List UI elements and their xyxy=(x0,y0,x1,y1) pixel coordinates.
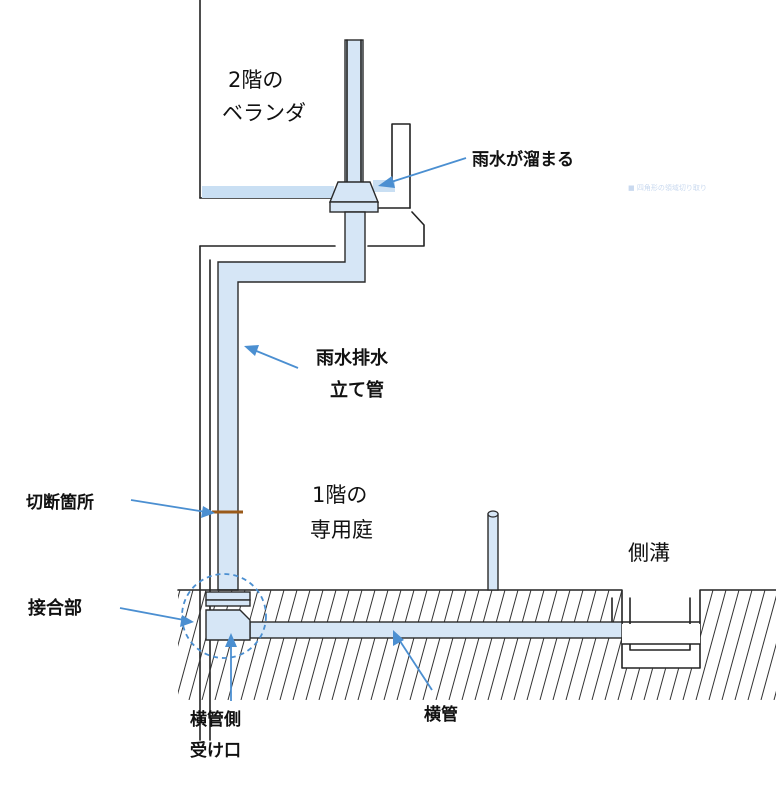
hatch-line xyxy=(747,590,776,700)
garden-post xyxy=(487,510,499,591)
hatch-line xyxy=(279,590,311,700)
downpipe-label-line2: 立て管 xyxy=(330,379,384,401)
hatch-line xyxy=(682,590,714,700)
inlet-label-line2: 受け口 xyxy=(190,740,241,761)
building-outline xyxy=(199,211,425,741)
hatch-line xyxy=(760,590,776,700)
downpipe-label-line1: 雨水排水 xyxy=(316,347,389,369)
hatch-line xyxy=(227,590,259,700)
veranda-label-line1: 2階の xyxy=(228,68,283,92)
joint-ring xyxy=(181,573,267,659)
hatch-line xyxy=(734,590,766,700)
hatch-line xyxy=(461,590,493,700)
joint-label: 接合部 xyxy=(28,597,82,619)
veranda-label-line2: ベランダ xyxy=(222,101,306,125)
hatch-line xyxy=(201,590,233,700)
garden-label-line1: 1階の xyxy=(312,483,367,507)
hatch-line xyxy=(487,590,519,700)
hatch-line xyxy=(630,590,662,700)
labels: 2階の ベランダ 雨水が溜まる 雨水排水 立て管 切断箇所 1階の 専用庭 側溝… xyxy=(26,68,670,761)
veranda-structure xyxy=(199,0,411,209)
hatch-line xyxy=(500,590,532,700)
hatch-line xyxy=(526,590,558,700)
hatch-line xyxy=(578,590,610,700)
hatch-line xyxy=(178,590,181,700)
hatch-line xyxy=(370,590,402,700)
hatch-line xyxy=(565,590,597,700)
hatch-line xyxy=(552,590,584,700)
horizontal-pipe-label: 横管 xyxy=(424,704,458,725)
hatch-line xyxy=(695,590,727,700)
hatch-line xyxy=(422,590,454,700)
arrows xyxy=(119,157,467,701)
hatch-line xyxy=(178,590,194,700)
hatch-line xyxy=(656,590,688,700)
side-ditch-label: 側溝 xyxy=(628,541,670,565)
hatch-line xyxy=(643,590,675,700)
hatch-line xyxy=(305,590,337,700)
hatch-line xyxy=(474,590,506,700)
hatch-line xyxy=(448,590,480,700)
cut-point-label: 切断箇所 xyxy=(26,492,94,513)
faint-artifact: ■ 四角形の領域切り取り xyxy=(628,183,707,192)
hatch-line xyxy=(178,590,207,700)
hatch-line xyxy=(253,590,285,700)
hatch-line xyxy=(266,590,298,700)
hatch-line xyxy=(669,590,701,700)
upper-downpipe xyxy=(328,39,380,213)
hatch-line xyxy=(318,590,350,700)
hatch-line xyxy=(344,590,376,700)
hatch-line xyxy=(539,590,571,700)
rainwater-pooling-label: 雨水が溜まる xyxy=(472,149,574,170)
inlet-label-line1: 横管側 xyxy=(190,709,241,730)
hatch-line xyxy=(409,590,441,700)
hatch-line xyxy=(357,590,389,700)
hatch-line xyxy=(383,590,415,700)
hatch-line xyxy=(396,590,428,700)
hatch-line xyxy=(708,590,740,700)
hatch-line xyxy=(513,590,545,700)
hatch-line xyxy=(721,590,753,700)
horizontal-pipe xyxy=(249,621,701,645)
hatch-line xyxy=(435,590,467,700)
hatch-line xyxy=(292,590,324,700)
garden-label-line2: 専用庭 xyxy=(310,518,373,542)
hatch-line xyxy=(591,590,623,700)
hatch-line xyxy=(188,590,220,700)
pooled-water-left xyxy=(202,186,334,198)
joint-fitting xyxy=(181,573,267,659)
hatch-line xyxy=(331,590,363,700)
